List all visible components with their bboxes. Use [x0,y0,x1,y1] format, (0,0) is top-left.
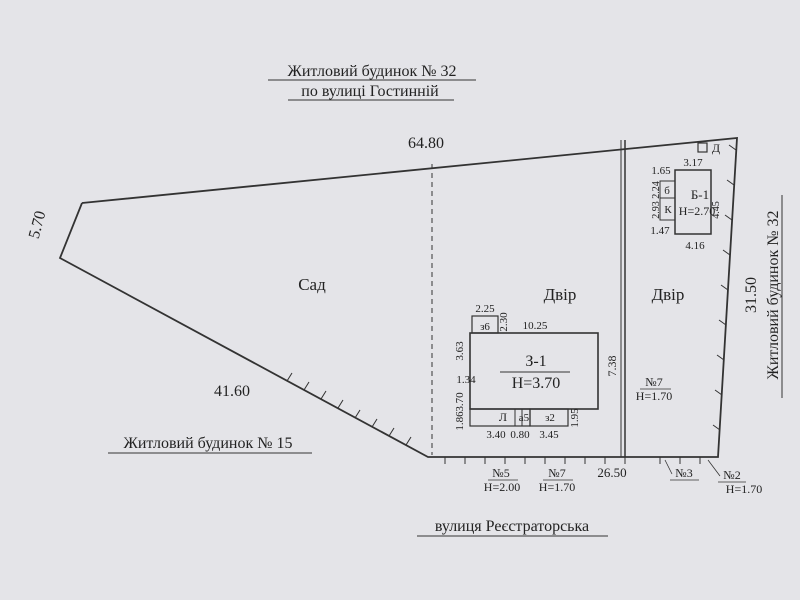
fence-n7-mid-h: Н=1.70 [636,389,672,403]
room-a5: а5 [519,412,530,424]
annex-width: 2.25 [475,303,495,315]
zone-yard-left: Двір [544,285,577,304]
dim-right: 31.50 [743,277,760,313]
left-boundary-hatch [286,372,412,446]
building-main [469,315,599,427]
b-left-b: 2.24 [651,181,662,199]
top-title-line2: по вулиці Гостинній [301,83,439,100]
fence-n5-h: Н=2.00 [484,480,520,494]
top-title-line1: Житловий будинок № 32 [288,63,457,80]
b-right: 4.45 [711,201,722,219]
left-neighbor-title: Житловий будинок № 15 [124,435,293,452]
main-h-left: 3.63 [454,341,466,361]
b-left-c: 2.93 [651,201,662,219]
right-boundary-hatch [712,144,737,431]
dim-left-long: 41.60 [214,383,250,400]
dim-top: 64.80 [408,135,444,152]
building-b [659,142,712,235]
b-d-label: Д [712,141,720,155]
main-bottom-b: 0.80 [510,429,530,441]
b-top: 3.17 [683,157,703,169]
main-h-left3: 3.70 [454,392,466,412]
b-building-height: Н=2.70 [679,204,715,218]
room-z2: з2 [545,412,555,424]
main-building-height: Н=3.70 [512,375,561,392]
b-building-name: Б-1 [691,187,709,202]
fence-n7-bottom-h: Н=1.70 [539,480,575,494]
fence-n2-h: Н=1.70 [726,482,762,496]
main-h-left2: 1.34 [456,374,476,386]
main-building-name: З-1 [525,353,546,370]
zone-yard-right: Двір [652,285,685,304]
bottom-fence-hatch [444,457,701,464]
annex-label: з6 [480,321,490,333]
fence-n7-mid: №7 [645,375,662,389]
b-left-d: 1.47 [650,225,670,237]
fence-n2: №2 [723,468,740,482]
main-h-left4: 1.86 [454,411,466,431]
main-bottom-a: 3.40 [486,429,506,441]
fence-n5: №5 [492,466,509,480]
main-bottom-c: 3.45 [539,429,559,441]
b-room-b: б [664,185,670,197]
annex-height: 2.30 [498,312,510,332]
b-bottom: 4.16 [685,240,705,252]
main-len-top: 10.25 [523,320,548,332]
b-room-k: К [664,204,672,216]
right-neighbor-title: Житловий будинок № 32 [765,211,782,380]
b-left-a: 1.65 [651,165,671,177]
street-title: вулиця Реєстраторська [435,518,589,535]
fence-leaders [488,388,746,483]
main-h-right: 1.95 [569,408,581,428]
plot-boundary [58,137,738,458]
fence-n7-bottom: №7 [548,466,565,480]
fence-n3: №3 [675,466,692,480]
dim-bottom: 26.50 [597,465,626,480]
zone-garden: Сад [298,275,326,294]
room-l: Л [499,410,507,424]
dim-left-short: 5.70 [26,209,50,240]
dim-inner: 7.38 [605,356,619,377]
